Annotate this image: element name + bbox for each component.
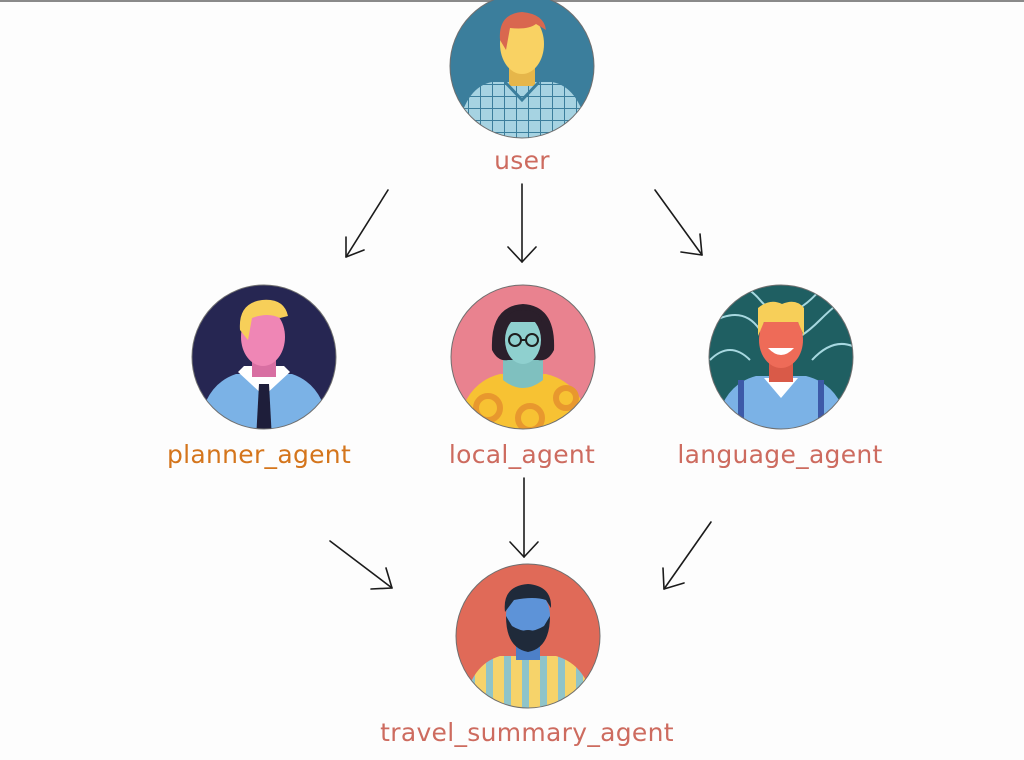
node-label-language-agent: language_agent [677,440,883,469]
smiling-man-with-suspenders-avatar [708,284,854,430]
man-with-plaid-shirt-avatar [449,0,595,139]
arrow-local-to-travel [509,477,539,558]
man-with-tie-avatar [191,284,337,430]
arrow-planner-to-travel [329,540,393,590]
node-label-local-agent: local_agent [448,440,596,469]
woman-with-glasses-avatar [450,284,596,430]
arrow-language-to-travel [662,521,712,590]
arrow-user-to-planner [345,189,389,258]
node-label-planner-agent: planner_agent [166,440,352,469]
node-label-travel-summary-agent: travel_summary_agent [380,718,674,747]
arrow-user-to-local [507,183,537,263]
node-label-user: user [494,146,550,175]
bearded-man-avatar [455,563,601,709]
arrow-user-to-language [654,189,703,256]
